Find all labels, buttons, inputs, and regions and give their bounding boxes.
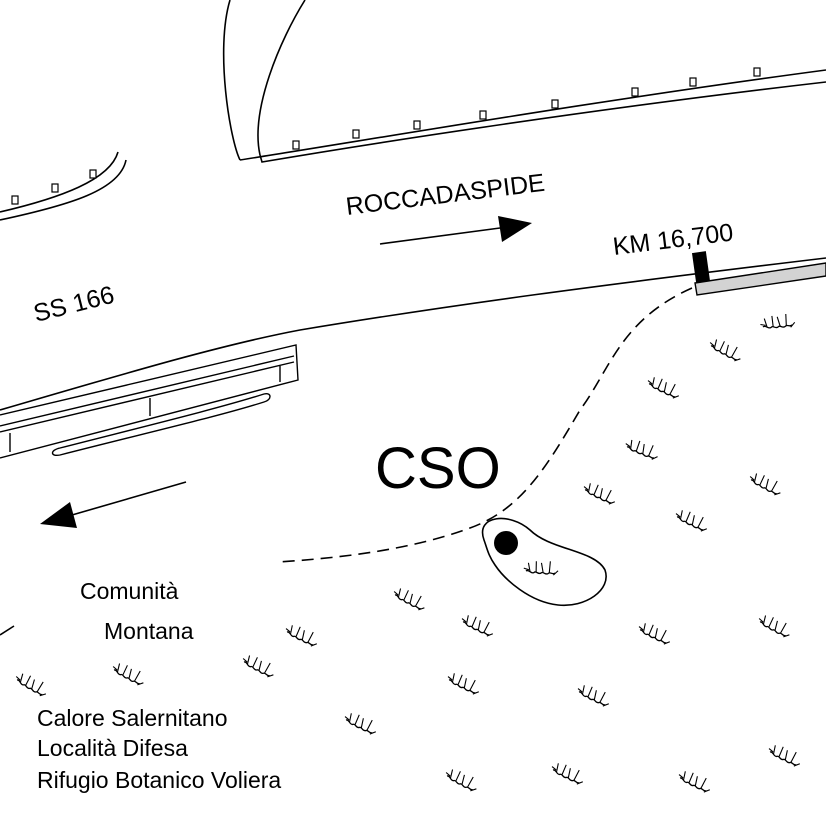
station-outline bbox=[481, 517, 607, 607]
curb-posts-top bbox=[292, 67, 761, 150]
upper-road-edge bbox=[222, 0, 826, 163]
guardrail bbox=[0, 344, 299, 459]
main-road bbox=[0, 257, 826, 411]
road-shoulder-strip bbox=[694, 262, 826, 296]
label-km: KM 16,700 bbox=[611, 218, 734, 261]
label-localita: Località Difesa bbox=[37, 735, 188, 761]
dashed-boundary bbox=[277, 287, 693, 563]
label-montana: Montana bbox=[104, 618, 194, 644]
station-dot bbox=[494, 531, 518, 555]
label-roccadaspide: ROCCADASPIDE bbox=[344, 169, 546, 221]
traffic-island bbox=[51, 392, 271, 457]
arrow-to-roccadaspide bbox=[379, 216, 532, 245]
label-rifugio: Rifugio Botanico Voliera bbox=[37, 767, 281, 793]
label-ss166: SS 166 bbox=[31, 281, 117, 328]
lower-left-curb bbox=[0, 625, 15, 636]
label-cso: CSO bbox=[375, 436, 501, 501]
km-post bbox=[691, 251, 711, 283]
curb-posts-left bbox=[11, 169, 97, 205]
upper-left-curb bbox=[0, 151, 127, 221]
arrow-opposite bbox=[40, 481, 187, 528]
label-comunita: Comunità bbox=[80, 578, 179, 604]
label-calore: Calore Salernitano bbox=[37, 705, 228, 731]
